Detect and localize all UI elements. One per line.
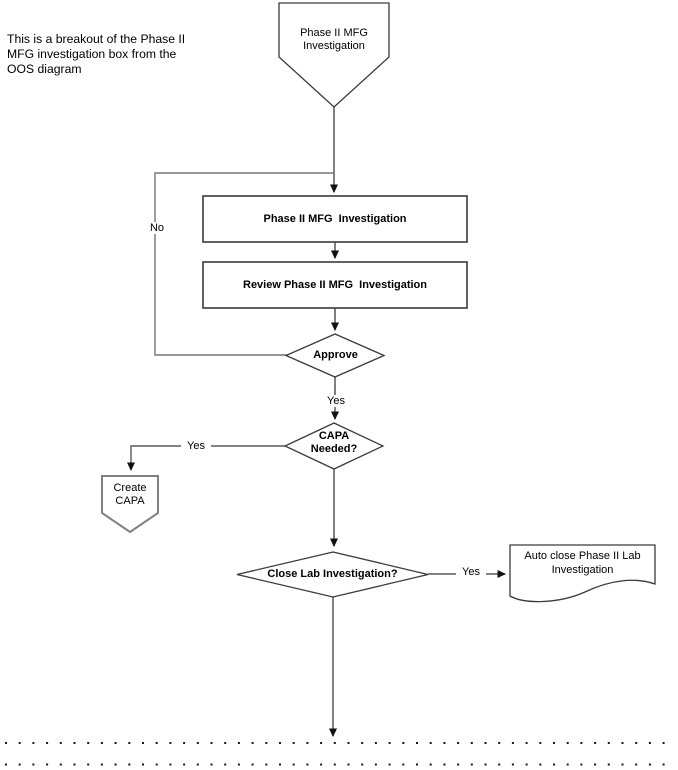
offpage-connector-label: Phase II MFG Investigation — [300, 27, 368, 52]
connector-capa-yes — [127, 445, 285, 471]
edge-label-yes-capa: Yes — [181, 440, 211, 452]
process-box-review — [202, 261, 468, 309]
edge-label-yes-approve: Yes — [321, 395, 351, 407]
decision-capa-label: CAPA Needed? — [310, 430, 358, 455]
terminator-create-capa-label: Create CAPA — [113, 482, 147, 507]
document-shape-auto-close — [509, 544, 656, 603]
decision-diamond-capa — [283, 422, 385, 470]
process-phase2-label: Phase II MFG Investigation — [263, 212, 407, 225]
connector-approve-no-loop — [154, 172, 334, 356]
edge-label-no: No — [144, 222, 170, 234]
process-review-label: Review Phase II MFG Investigation — [243, 278, 427, 291]
process-box-phase2 — [202, 195, 468, 243]
decision-close-lab-label: Close Lab Investigation? — [267, 568, 398, 580]
terminator-create-capa-shape — [101, 475, 159, 534]
breakout-note: This is a breakout of the Phase II MFG i… — [7, 32, 186, 76]
edge-label-yes-close-lab: Yes — [456, 566, 486, 578]
offpage-connector-shape — [278, 2, 390, 108]
decision-diamond-close-lab — [236, 551, 429, 598]
decision-diamond-approve — [284, 333, 386, 378]
document-auto-close-label: Auto close Phase II Lab Investigation — [524, 550, 641, 576]
decision-approve-label: Approve — [313, 348, 358, 361]
